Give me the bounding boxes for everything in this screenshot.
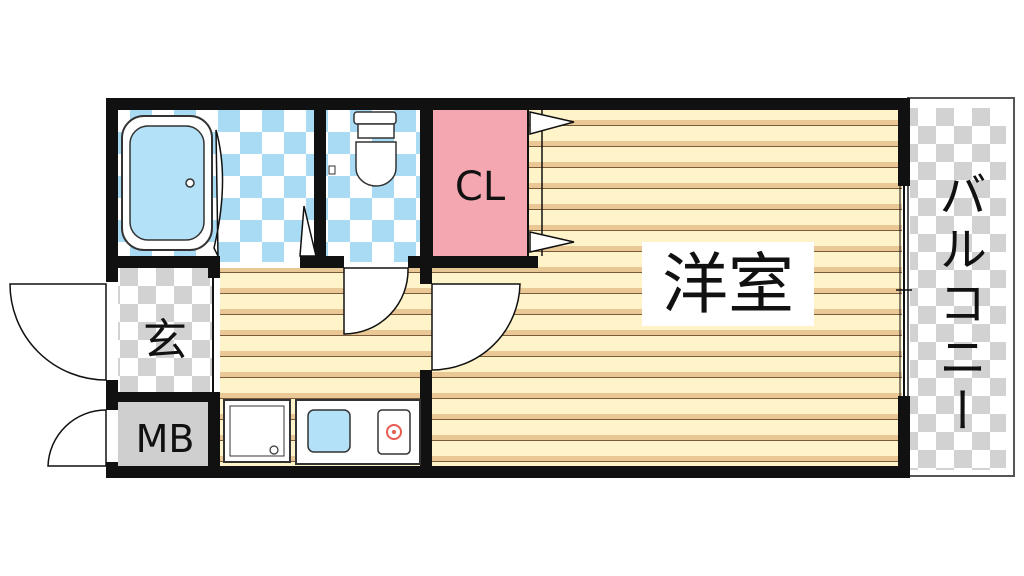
meter-box-label: MB — [136, 417, 195, 461]
closet-area — [431, 107, 529, 259]
closet-door-marker — [529, 111, 575, 135]
meter-box-area — [118, 400, 212, 468]
western-room-label-box — [642, 242, 814, 326]
balcony-outline — [907, 97, 1015, 477]
kitchen-counter — [295, 399, 421, 465]
entrance-floor — [118, 268, 212, 392]
stove-icon — [377, 409, 411, 455]
balcony-label: バルコニー — [930, 170, 986, 440]
western-room-label: 洋室 — [662, 246, 794, 323]
doors — [9, 267, 521, 467]
closet-label: CL — [455, 164, 506, 210]
bathroom-folding-door — [213, 129, 224, 257]
walls — [106, 98, 910, 478]
bathtub-icon — [121, 115, 213, 251]
toilet-icon — [328, 111, 397, 187]
entrance-label: 玄 — [143, 315, 187, 366]
sink-icon — [307, 409, 351, 453]
balcony-floor — [910, 108, 1006, 470]
closet-door-marker — [529, 231, 575, 253]
washing-machine-pan-icon — [223, 399, 291, 463]
